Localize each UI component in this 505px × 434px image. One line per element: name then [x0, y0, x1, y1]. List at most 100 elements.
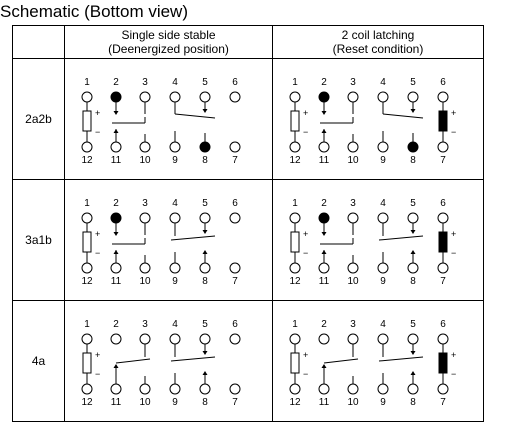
terminal-filled [110, 212, 122, 224]
terminal-label: 10 [347, 397, 359, 408]
coil-plus-sign: + [95, 108, 100, 118]
terminal [81, 91, 93, 103]
terminal [229, 333, 241, 345]
terminal-label: 4 [380, 319, 386, 330]
arrow-down-icon [202, 230, 208, 234]
terminal [289, 262, 301, 274]
terminal-label: 10 [347, 155, 359, 166]
terminal-label: 1 [292, 198, 298, 209]
header-corner [12, 25, 65, 59]
terminal-filled [110, 91, 122, 103]
terminal [199, 262, 211, 274]
terminal [347, 383, 359, 395]
contact-arm [382, 113, 424, 119]
terminal-label: 2 [321, 77, 327, 88]
terminal-label: 2 [321, 198, 327, 209]
terminal [289, 212, 301, 224]
arrow-down-icon [410, 230, 416, 234]
terminal-filled [407, 141, 419, 153]
terminal-label: 10 [139, 276, 151, 287]
terminal [169, 262, 181, 274]
arrow-up-icon [321, 129, 327, 133]
terminal [81, 383, 93, 395]
coil-plus-sign: + [95, 350, 100, 360]
coil-minus-sign: − [303, 369, 308, 379]
row-label: 4a [12, 300, 65, 422]
contact-arm [378, 235, 424, 241]
terminal-label: 6 [440, 198, 446, 209]
terminal-label: 6 [440, 77, 446, 88]
terminal [139, 383, 151, 395]
terminal [437, 212, 449, 224]
terminal-label: 11 [319, 276, 330, 287]
arrow-up-icon [113, 364, 119, 368]
terminal-label: 4 [380, 77, 386, 88]
terminal-label: 5 [410, 198, 416, 209]
terminal-label: 8 [410, 397, 416, 408]
terminal-label: 12 [289, 276, 301, 287]
terminal [407, 333, 419, 345]
terminal [289, 91, 301, 103]
coil [82, 231, 92, 253]
contact-arm [170, 235, 216, 241]
terminal [110, 141, 122, 153]
coil-plus-sign: + [303, 108, 308, 118]
terminal [347, 262, 359, 274]
terminal [229, 212, 241, 224]
terminal [229, 262, 241, 274]
terminal [437, 91, 449, 103]
terminal-filled [318, 212, 330, 224]
terminal [229, 91, 241, 103]
coil-minus-sign: − [95, 369, 100, 379]
contact-arm [323, 358, 359, 364]
terminal-label: 1 [292, 319, 298, 330]
coil-plus-sign: + [451, 350, 456, 360]
arrow-down-icon [321, 111, 327, 115]
terminal [347, 333, 359, 345]
terminal-label: 7 [440, 155, 446, 166]
terminal-filled [318, 91, 330, 103]
coil-minus-sign: − [451, 369, 456, 379]
terminal [199, 212, 211, 224]
terminal-label: 8 [202, 276, 208, 287]
terminal-label: 12 [81, 397, 93, 408]
terminal-label: 4 [380, 198, 386, 209]
terminal-label: 7 [232, 155, 238, 166]
terminal-label: 7 [232, 397, 238, 408]
column-title: Single side stable [121, 28, 216, 42]
terminal-label: 3 [350, 198, 356, 209]
terminal [199, 333, 211, 345]
terminal-label: 5 [202, 319, 208, 330]
arrow-down-icon [202, 351, 208, 355]
terminal [377, 333, 389, 345]
terminal-label: 12 [81, 276, 93, 287]
terminal [377, 91, 389, 103]
terminal-label: 8 [410, 276, 416, 287]
terminal [318, 262, 330, 274]
terminal [139, 212, 151, 224]
terminal [169, 212, 181, 224]
terminal [139, 141, 151, 153]
terminal-label: 9 [380, 276, 386, 287]
terminal-label: 6 [232, 198, 238, 209]
terminal [139, 333, 151, 345]
coil-minus-sign: − [95, 248, 100, 258]
terminal-label: 9 [380, 155, 386, 166]
terminal [169, 141, 181, 153]
terminal-label: 3 [142, 319, 148, 330]
terminal [229, 383, 241, 395]
terminal-label: 4 [172, 77, 178, 88]
terminal-filled [199, 141, 211, 153]
terminal [139, 91, 151, 103]
coil [290, 110, 300, 132]
terminal [437, 333, 449, 345]
column-subtitle: (Deenergized position) [108, 42, 229, 56]
terminal-label: 11 [111, 397, 122, 408]
terminal-label: 8 [202, 155, 208, 166]
terminal-label: 12 [289, 155, 301, 166]
